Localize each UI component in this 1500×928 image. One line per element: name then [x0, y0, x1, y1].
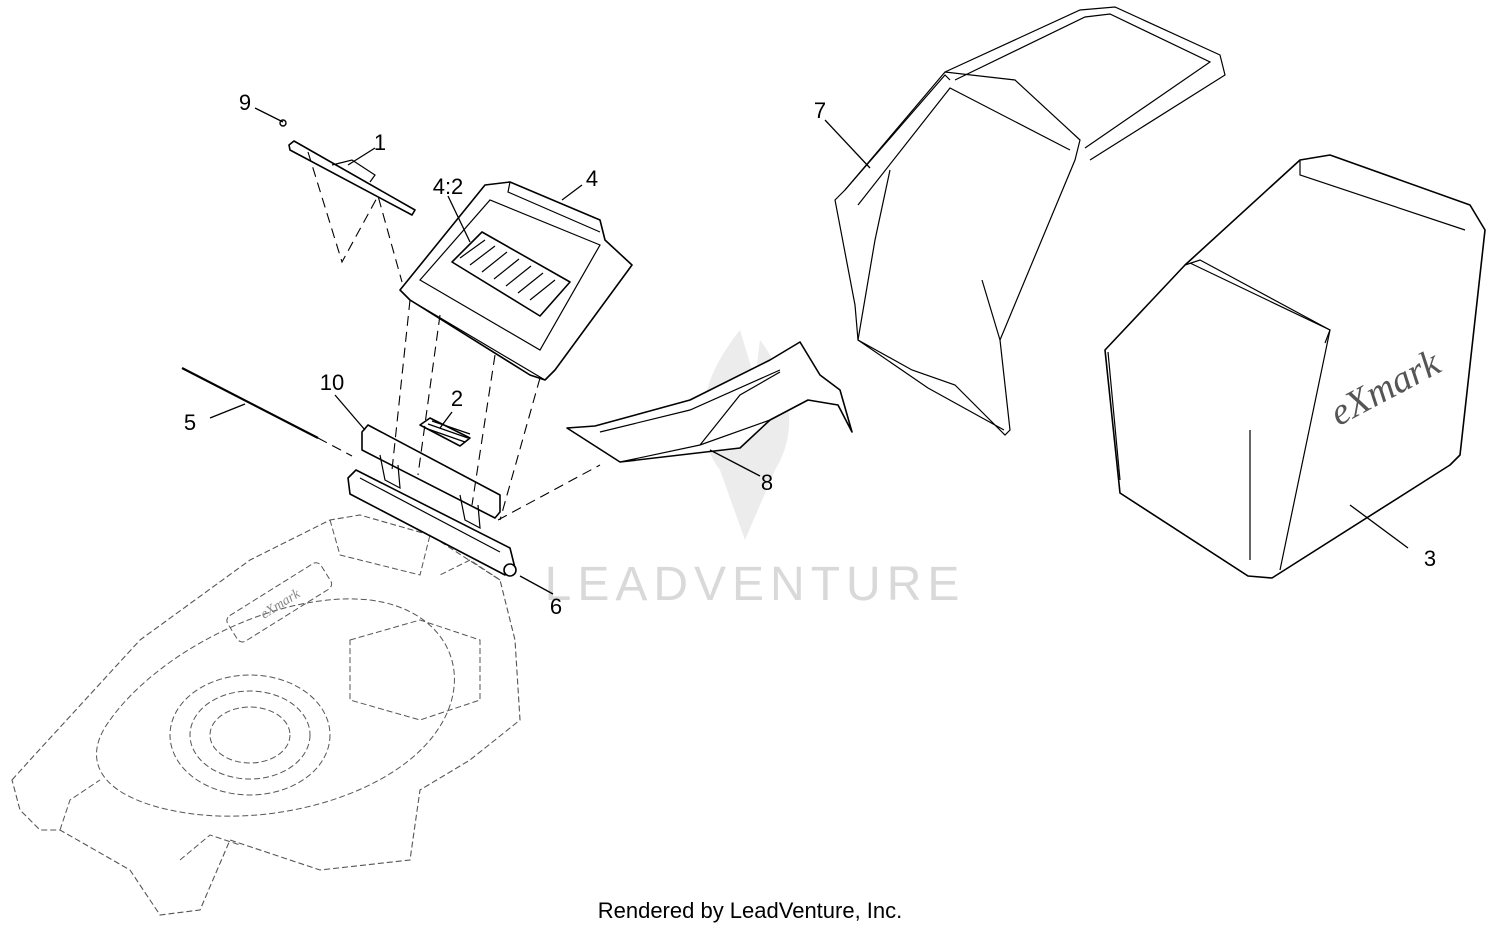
part-5-rod — [181, 367, 319, 439]
callout-5: 5 — [184, 410, 196, 435]
callout-3: 3 — [1424, 546, 1436, 571]
assembly-lines — [307, 151, 601, 521]
part-1-bracket — [288, 140, 416, 216]
callout-7: 7 — [814, 98, 826, 123]
part-7-bag-frame — [834, 6, 1226, 436]
mower-deck: eXmark — [11, 514, 521, 916]
callout-4: 4 — [586, 166, 598, 191]
callouts: 9 1 4:2 4 2 10 5 6 7 8 3 — [184, 90, 1436, 619]
part-2-spring — [419, 417, 471, 447]
watermark-text: LEADVENTURE — [545, 558, 966, 611]
callout-2: 2 — [451, 386, 463, 411]
leader-lines — [209, 107, 1409, 595]
part-8-discharge-chute — [566, 341, 853, 463]
footer-credit: Rendered by LeadVenture, Inc. — [598, 898, 903, 923]
part-4-rear-door — [399, 181, 633, 381]
callout-8: 8 — [761, 470, 773, 495]
callout-6: 6 — [550, 594, 562, 619]
callout-4-2: 4:2 — [433, 174, 464, 199]
callout-9: 9 — [239, 90, 251, 115]
part-4-2-decal — [451, 231, 571, 317]
part-10-door-plate — [361, 424, 501, 530]
callout-10: 10 — [320, 370, 344, 395]
part-6-hinge-bracket — [347, 469, 517, 577]
part-3-grass-bag: eXmark — [1104, 154, 1486, 579]
callout-1: 1 — [374, 130, 386, 155]
